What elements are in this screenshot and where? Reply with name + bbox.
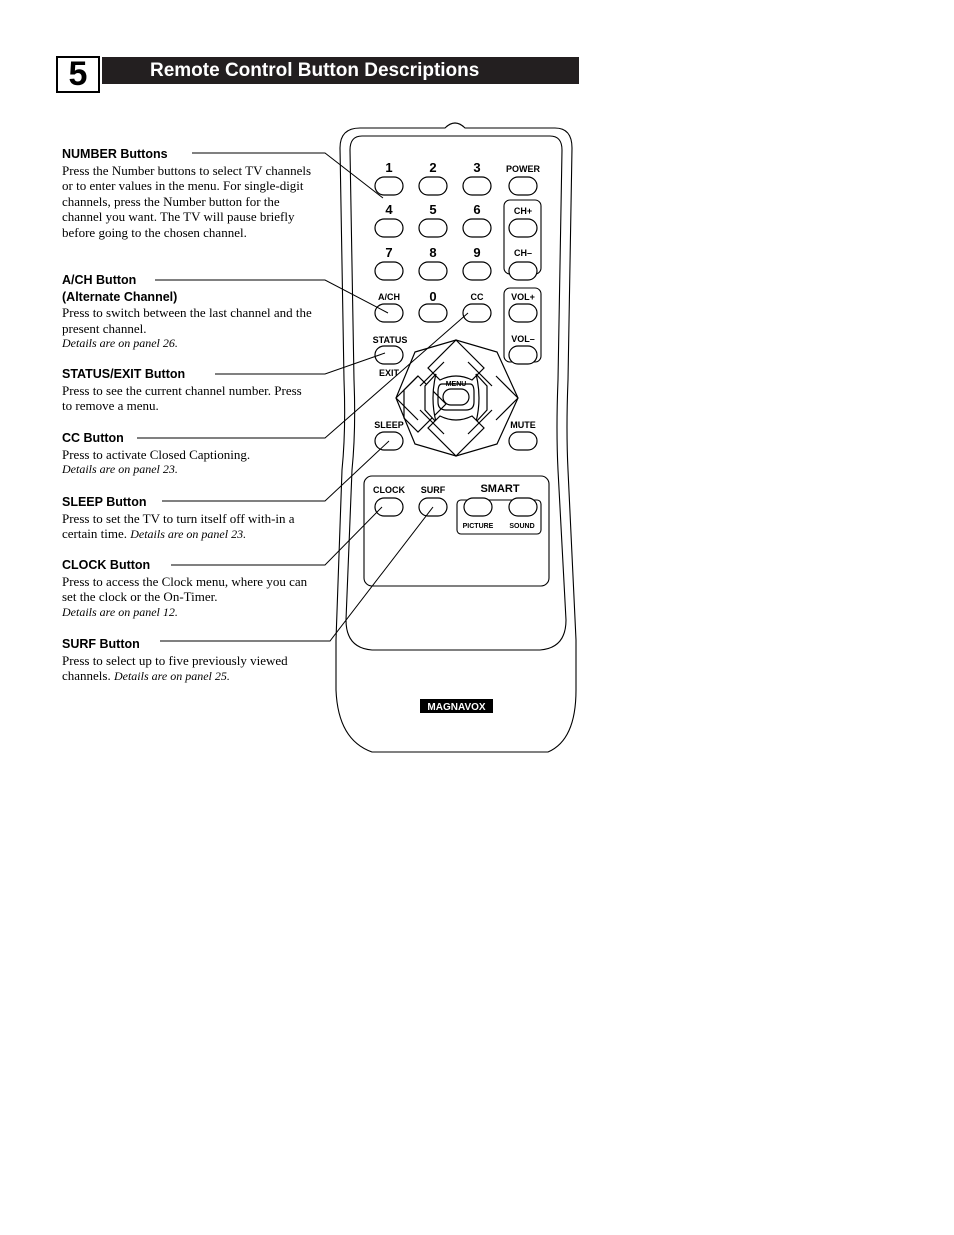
key-label: EXIT [379, 368, 400, 378]
key-label: CH– [514, 248, 532, 258]
key-label: VOL+ [511, 292, 535, 302]
key-label: 5 [429, 202, 436, 217]
left-arrow-button[interactable] [425, 374, 436, 422]
volume-up-button[interactable] [509, 304, 537, 322]
clock-button[interactable] [375, 498, 403, 516]
number-4-button[interactable] [375, 219, 403, 237]
right-arrow-button[interactable] [476, 374, 487, 422]
cc-button[interactable] [463, 304, 491, 322]
number-0-button[interactable] [419, 304, 447, 322]
key-label: SLEEP [374, 420, 404, 430]
leader-line-cc [137, 313, 468, 438]
number-6-button[interactable] [463, 219, 491, 237]
key-label: 6 [473, 202, 480, 217]
key-label: STATUS [373, 335, 408, 345]
key-label: SURF [421, 485, 446, 495]
key-label: 7 [385, 245, 392, 260]
brand-logo: MAGNAVOX [427, 702, 485, 713]
channel-up-button[interactable] [509, 219, 537, 237]
volume-down-button[interactable] [509, 346, 537, 364]
key-label: 8 [429, 245, 436, 260]
key-label: MENU [446, 381, 467, 388]
channel-down-button[interactable] [509, 262, 537, 280]
ach-button[interactable] [375, 304, 403, 322]
key-label: SOUND [509, 523, 534, 530]
number-2-button[interactable] [419, 177, 447, 195]
key-label: POWER [506, 164, 541, 174]
number-8-button[interactable] [419, 262, 447, 280]
key-label: 2 [429, 160, 436, 175]
key-label: PICTURE [463, 523, 494, 530]
menu-button[interactable] [443, 389, 469, 405]
key-label: MUTE [510, 420, 536, 430]
key-label: A/CH [378, 292, 400, 302]
number-9-button[interactable] [463, 262, 491, 280]
key-label: 0 [429, 289, 436, 304]
leader-line-status [215, 353, 385, 374]
power-button[interactable] [509, 177, 537, 195]
key-label: CH+ [514, 206, 532, 216]
key-label: 4 [385, 202, 393, 217]
key-label: 3 [473, 160, 480, 175]
leader-line-number [192, 153, 383, 198]
leader-line-sleep [162, 441, 389, 501]
number-1-button[interactable] [375, 177, 403, 195]
key-label: CC [471, 292, 484, 302]
smart-picture-button[interactable] [464, 498, 492, 516]
key-label: CLOCK [373, 485, 405, 495]
leader-lines [137, 153, 468, 641]
number-7-button[interactable] [375, 262, 403, 280]
navigation-pad [396, 340, 518, 456]
number-5-button[interactable] [419, 219, 447, 237]
key-label: SMART [480, 483, 519, 495]
number-3-button[interactable] [463, 177, 491, 195]
key-label: 1 [385, 160, 392, 175]
key-label: 9 [473, 245, 480, 260]
mute-button[interactable] [509, 432, 537, 450]
smart-sound-button[interactable] [509, 498, 537, 516]
leader-line-surf [160, 507, 433, 641]
key-label: VOL– [511, 334, 535, 344]
